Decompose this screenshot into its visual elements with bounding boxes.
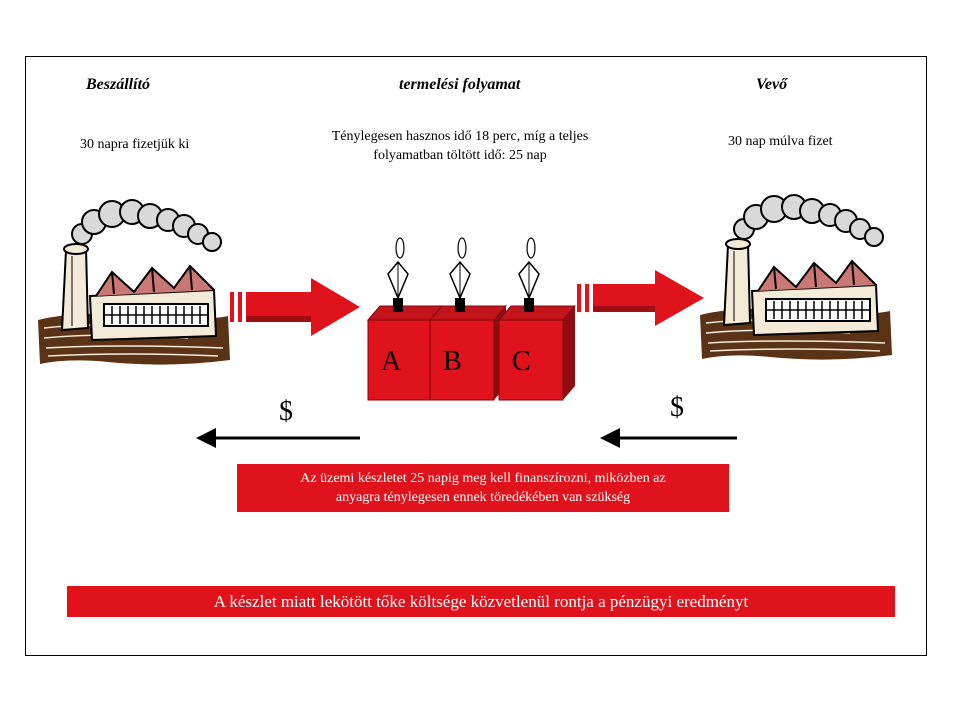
inventory-financing-line-2: anyagra ténylegesen ennek töredékében va…: [335, 490, 631, 505]
machine-c-label: C: [512, 346, 531, 377]
customer-heading: Vevő: [756, 76, 788, 93]
money-flow-arrow-left: [196, 428, 360, 448]
material-flow-arrow-right: [577, 270, 704, 326]
inventory-financing-box: Az üzemi készletet 25 napig meg kell fin…: [237, 464, 729, 512]
supplier-heading: Beszállító: [86, 76, 151, 93]
machine-c-icon: [497, 237, 577, 401]
machine-b-icon: [428, 237, 508, 401]
money-flow-arrow-right: [600, 428, 737, 448]
material-flow-arrow-left: [230, 278, 360, 336]
slide-frame: [25, 56, 927, 656]
customer-note: 30 nap múlva fizet: [728, 134, 833, 149]
process-note-line-2: folyamatban töltött idő: 25 nap: [373, 148, 547, 163]
dollar-sign-right: $: [670, 392, 684, 423]
process-heading: termelési folyamat: [399, 76, 521, 93]
machine-a-label: A: [381, 346, 402, 377]
customer-factory-icon: [699, 194, 893, 361]
supplier-note: 30 napra fizetjük ki: [80, 137, 190, 152]
process-note: Ténylegesen hasznos idő 18 perc, míg a t…: [300, 127, 620, 165]
dollar-sign-left: $: [279, 396, 293, 427]
conclusion-banner: A készlet miatt lekötött tőke költsége k…: [67, 586, 895, 617]
inventory-financing-line-1: Az üzemi készletet 25 napig meg kell fin…: [300, 471, 666, 486]
process-note-line-1: Ténylegesen hasznos idő 18 perc, míg a t…: [331, 129, 589, 144]
machine-b-label: B: [443, 346, 462, 377]
supplier-factory-icon: [37, 199, 231, 366]
